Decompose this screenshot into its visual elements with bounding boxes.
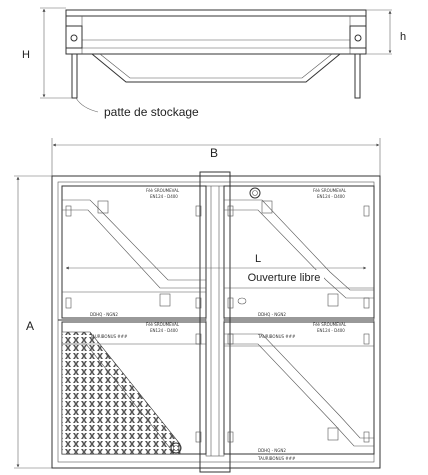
plate-maker-bl: Fèè SROUMEVAL <box>146 322 180 327</box>
left-lug <box>65 25 83 49</box>
left-lug-hole-icon <box>70 34 78 42</box>
plate-tag-br: TAURIBONUS ### <box>257 334 296 339</box>
storage-leg-leader <box>75 97 99 113</box>
label-L: L <box>255 253 261 265</box>
plate-norm-tl: EN124 - D400 <box>150 194 178 199</box>
right-lug <box>349 25 367 49</box>
label-A: A <box>26 319 34 333</box>
plan-view: B A Fèè SROUMEVAL E <box>14 138 381 473</box>
lifting-point-top-icon <box>249 187 261 199</box>
lifting-point-bottom-icon <box>170 442 182 454</box>
label-clear-opening: Ouverture libre <box>248 272 321 284</box>
central-bar-slot <box>237 297 247 305</box>
right-lug-hole-icon <box>354 34 362 42</box>
label-H: H <box>22 49 30 61</box>
plate-maker-tr: Fèè SROUMEVAL <box>313 188 347 193</box>
plate-norm-br: EN124 - D400 <box>317 328 345 333</box>
plate-tag-bl: TAURIBONUS ### <box>89 334 128 339</box>
storage-leg-left <box>71 53 78 99</box>
cover-panel-top-left: Fèè SROUMEVAL EN124 - D400 <box>61 185 207 319</box>
plate-ref-br: DDHQ - NGN2 <box>258 312 286 317</box>
lower-trapezoid <box>91 53 341 83</box>
label-h: h <box>400 31 406 43</box>
cover-panel-top-right: Fèè SROUMEVAL EN124 - D400 <box>223 185 375 319</box>
plate-maker-tl: Fèè SROUMEVAL <box>146 188 180 193</box>
plate-norm-tr: EN124 - D400 <box>317 194 345 199</box>
label-B: B <box>210 146 218 160</box>
plate-maker-br: Fèè SROUMEVAL <box>313 322 347 327</box>
plate-norm-bl: EN124 - D400 <box>150 328 178 333</box>
outer-frame <box>51 175 381 469</box>
side-elevation-view: H h patte de stockage <box>22 7 406 119</box>
grating-hatch <box>61 331 181 455</box>
label-storage-leg: patte de stockage <box>104 105 199 119</box>
frame-top-bar <box>65 9 367 17</box>
plate-ref-bl: DDHQ - NGN2 <box>90 312 118 317</box>
plate-tag-br2: TAURIBONUS ### <box>257 456 296 461</box>
cover-panel-bottom-left: DDHQ - NGN2 Fèè SROUMEVAL EN124 - D400 T… <box>61 312 207 455</box>
storage-leg-right <box>354 53 361 99</box>
cover-panel-bottom-right: DDHQ - NGN2 Fèè SROUMEVAL EN124 - D400 T… <box>223 312 375 461</box>
plate-ref-br2: DDHQ - NGN2 <box>258 448 286 453</box>
